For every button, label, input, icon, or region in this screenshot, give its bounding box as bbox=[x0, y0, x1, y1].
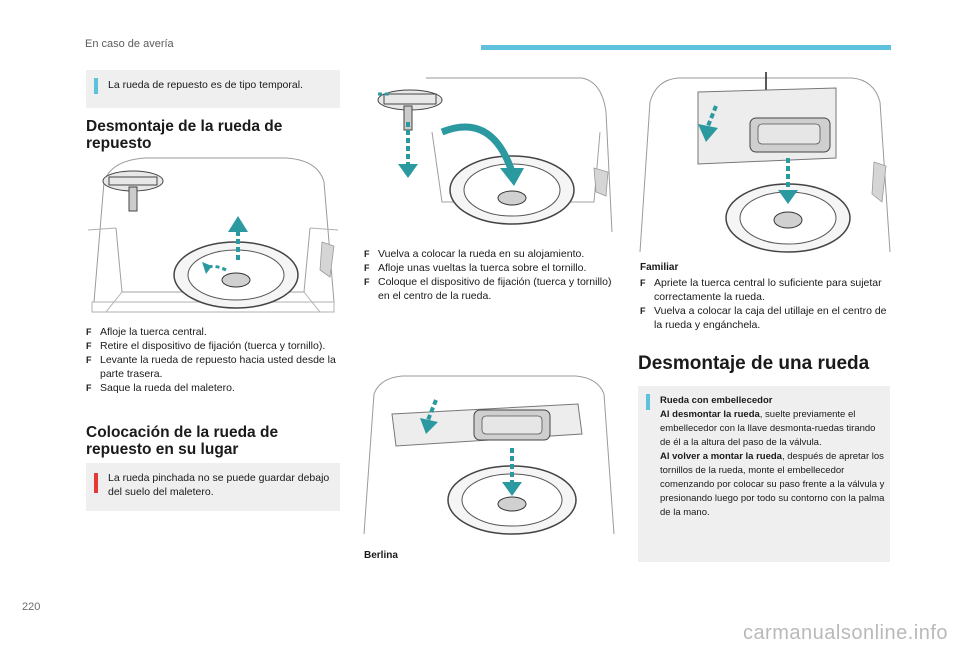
step-item: Levante la rueda de repuesto hacia usted… bbox=[86, 353, 338, 381]
step-item: Retire el dispositivo de fijación (tuerc… bbox=[86, 339, 338, 353]
embellecedor-note: Rueda con embellecedor Al desmontar la r… bbox=[638, 386, 890, 562]
page-number: 220 bbox=[22, 601, 41, 613]
illustration-berlina-boot bbox=[362, 374, 616, 540]
note-p1-bold: Al desmontar la rueda bbox=[660, 409, 760, 420]
illustration-familiar-boot bbox=[638, 72, 892, 258]
warning-icon bbox=[94, 473, 98, 493]
section-header: En caso de avería bbox=[85, 38, 174, 50]
step-item: Afloje la tuerca central. bbox=[86, 325, 338, 339]
illustration-remove-spare bbox=[86, 152, 340, 317]
step-item: Vuelva a colocar la caja del utillaje en… bbox=[640, 304, 890, 332]
step-item: Vuelva a colocar la rueda en su alojamie… bbox=[364, 247, 616, 261]
info-note-text: La rueda de repuesto es de tipo temporal… bbox=[108, 79, 303, 91]
caption-familiar: Familiar bbox=[640, 262, 679, 273]
warning-text: La rueda pinchada no se puede guardar de… bbox=[108, 472, 330, 498]
step-item: Apriete la tuerca central lo suficiente … bbox=[640, 276, 890, 304]
steps-familiar: Apriete la tuerca central lo suficiente … bbox=[640, 276, 890, 332]
warning-note: La rueda pinchada no se puede guardar de… bbox=[86, 463, 340, 511]
note-p1-text: , suelte previamente el embellecedor con… bbox=[660, 409, 876, 448]
note-title: Rueda con embellecedor bbox=[660, 395, 773, 406]
illustration-place-spare bbox=[362, 72, 616, 237]
embellecedor-note-body: Rueda con embellecedor Al desmontar la r… bbox=[660, 394, 886, 520]
note-p2-text: , después de apretar los tornillos de la… bbox=[660, 451, 885, 518]
steps-place-spare: Vuelva a colocar la rueda en su alojamie… bbox=[364, 247, 616, 303]
info-icon bbox=[94, 78, 98, 94]
caption-berlina: Berlina bbox=[364, 550, 398, 561]
info-note-spare: La rueda de repuesto es de tipo temporal… bbox=[86, 70, 340, 108]
header-accent-bar bbox=[481, 45, 891, 50]
step-item: Saque la rueda del maletero. bbox=[86, 381, 338, 395]
info-icon bbox=[646, 394, 650, 410]
step-item: Coloque el dispositivo de fijación (tuer… bbox=[364, 275, 616, 303]
heading-remove-spare: Desmontaje de la rueda de repuesto bbox=[86, 118, 283, 152]
heading-place-spare: Colocación de la rueda de repuesto en su… bbox=[86, 424, 279, 458]
steps-remove-spare: Afloje la tuerca central. Retire el disp… bbox=[86, 325, 338, 395]
watermark: carmanualsonline.info bbox=[742, 622, 948, 644]
step-item: Afloje unas vueltas la tuerca sobre el t… bbox=[364, 261, 616, 275]
heading-remove-wheel: Desmontaje de una rueda bbox=[638, 353, 870, 374]
note-p2-bold: Al volver a montar la rueda bbox=[660, 451, 782, 462]
